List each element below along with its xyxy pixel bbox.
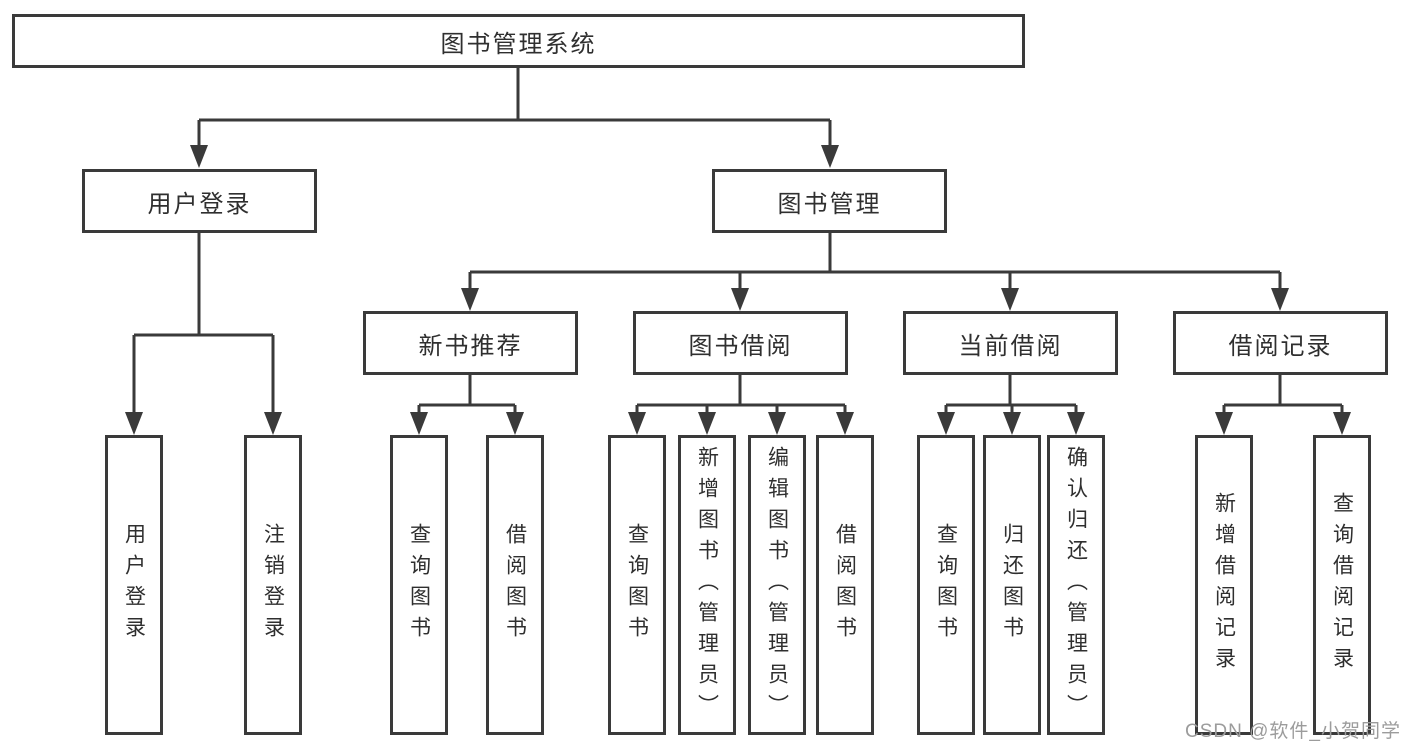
leaf-user-login: 用户登录: [105, 435, 163, 735]
node-borrowing-records: 借阅记录: [1173, 311, 1388, 375]
leaf-nbr-query-book: 查询图书: [390, 435, 448, 735]
node-book-management: 图书管理: [712, 169, 947, 233]
leaf-cb-confirm-return-admin: 确认归还（管理员）: [1047, 435, 1105, 735]
arrowhead-nbr-borrow-book: [506, 412, 524, 435]
arrowhead-bb-add-book: [698, 412, 716, 435]
arrowhead-current-borrowing: [1001, 288, 1019, 311]
arrowhead-cb-confirm-return: [1067, 412, 1085, 435]
leaf-br-add-record: 新增借阅记录: [1195, 435, 1253, 735]
leaf-bb-borrow-book: 借阅图书: [816, 435, 874, 735]
arrowhead-cb-query-book: [937, 412, 955, 435]
connector-borrowing-records-to-children: [1222, 375, 1344, 414]
leaf-logout-login: 注销登录: [244, 435, 302, 735]
arrowhead-br-query-record: [1333, 412, 1351, 435]
connector-root-to-level2: [197, 68, 832, 147]
leaf-cb-query-book: 查询图书: [917, 435, 975, 735]
arrowhead-bb-query-book: [628, 412, 646, 435]
arrowhead-user-login: [190, 145, 208, 168]
connector-user-login-to-children: [132, 233, 275, 414]
node-current-borrowing: 当前借阅: [903, 311, 1118, 375]
leaf-bb-add-book-admin: 新增图书（管理员）: [678, 435, 736, 735]
connector-new-book-recommendation-to-children: [417, 375, 517, 414]
node-new-book-recommendation: 新书推荐: [363, 311, 578, 375]
leaf-nbr-borrow-book: 借阅图书: [486, 435, 544, 735]
leaf-bb-query-book: 查询图书: [608, 435, 666, 735]
arrowhead-book-management: [821, 145, 839, 168]
leaf-bb-edit-book-admin: 编辑图书（管理员）: [748, 435, 806, 735]
arrowhead-borrowing-records: [1271, 288, 1289, 311]
arrowhead-book-borrowing: [731, 288, 749, 311]
connector-book-management-to-level3: [468, 233, 1282, 290]
leaf-cb-return-book: 归还图书: [983, 435, 1041, 735]
arrowhead-bb-borrow-book: [836, 412, 854, 435]
leaf-br-query-record: 查询借阅记录: [1313, 435, 1371, 735]
csdn-watermark: CSDN @软件_小贺同学: [1185, 721, 1401, 742]
connector-book-borrowing-to-children: [635, 375, 847, 414]
node-root: 图书管理系统: [12, 14, 1025, 68]
arrowhead-new-book-recommendation: [461, 288, 479, 311]
connector-current-borrowing-to-children: [944, 375, 1078, 414]
arrowhead-leaf-logout-login: [264, 412, 282, 435]
arrowhead-leaf-user-login: [125, 412, 143, 435]
node-user-login: 用户登录: [82, 169, 317, 233]
arrowhead-bb-edit-book: [768, 412, 786, 435]
arrowhead-nbr-query-book: [410, 412, 428, 435]
node-book-borrowing: 图书借阅: [633, 311, 848, 375]
arrowhead-br-add-record: [1215, 412, 1233, 435]
arrowhead-cb-return-book: [1003, 412, 1021, 435]
